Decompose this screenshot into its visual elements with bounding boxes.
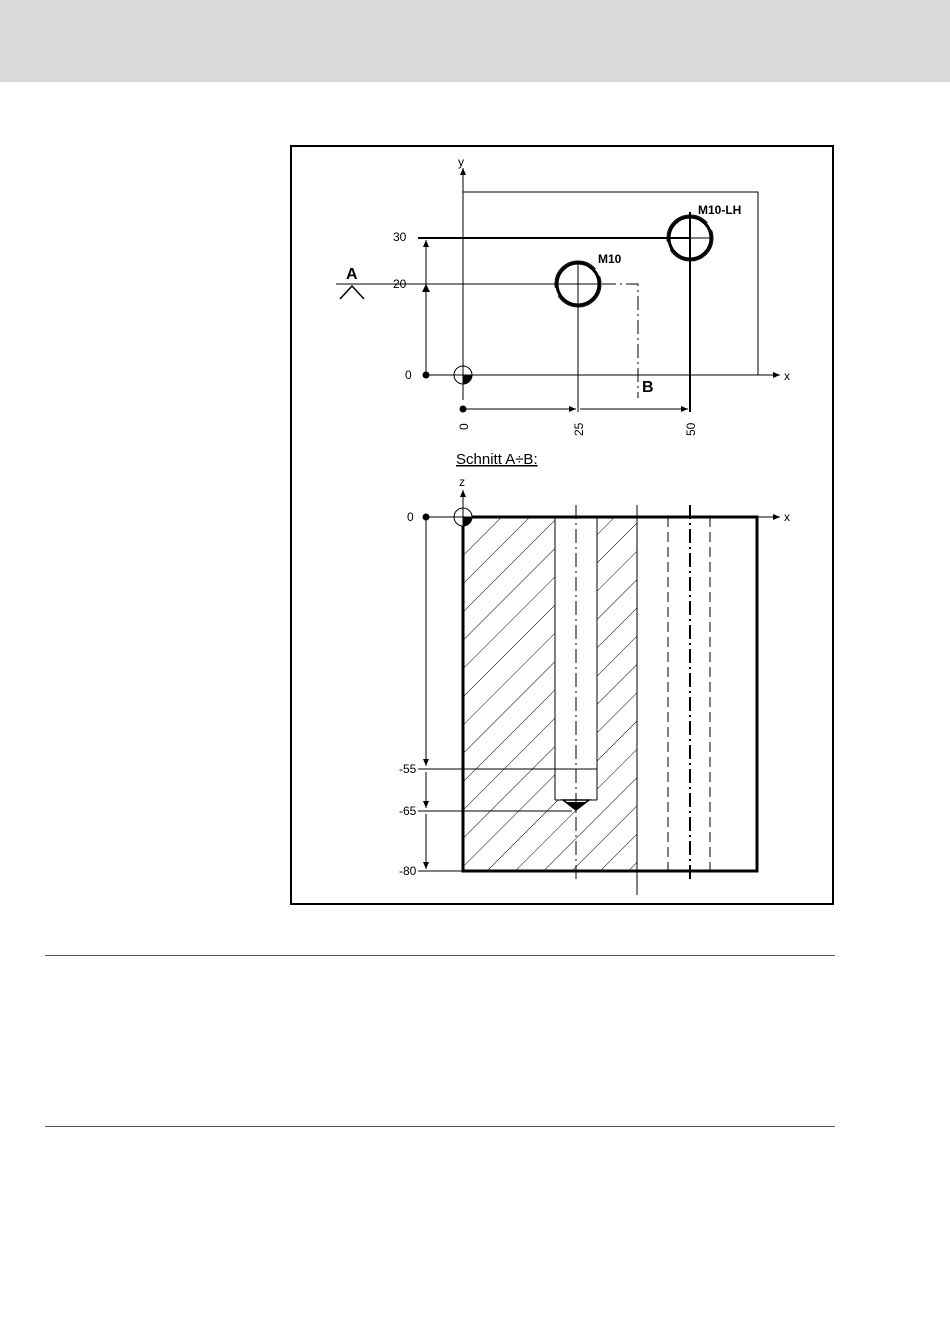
z-dimension-origin-dot [423, 514, 430, 521]
origin-symbol [453, 365, 473, 385]
x-tick-50: 50 [684, 422, 698, 436]
z-tick-65: -65 [399, 804, 417, 818]
section-title: Schnitt A÷B: [456, 451, 538, 468]
z-tick-80: -80 [399, 864, 417, 878]
z-tick-55: -55 [399, 762, 417, 776]
section-z-axis-label: z [459, 475, 465, 489]
section-line-ab [578, 284, 638, 398]
section-mark-a: A [346, 266, 358, 283]
hole-m10-lh-label: M10-LH [698, 203, 741, 217]
x-axis-label: x [784, 369, 790, 383]
x-tick-25: 25 [572, 422, 586, 436]
hole-m10-label: M10 [598, 252, 622, 266]
section-mark-b: B [642, 379, 654, 396]
section-view: Schnitt A÷B: x z [399, 451, 790, 895]
hole-m10-lh [667, 212, 713, 412]
section-x-axis-label: x [784, 510, 790, 524]
y-dimension-origin-dot [423, 372, 430, 379]
y-axis-label: y [458, 155, 464, 169]
y-tick-30: 30 [393, 230, 407, 244]
section-a-arrow [340, 286, 364, 299]
z-tick-0: 0 [407, 510, 414, 524]
hole-m10 [555, 261, 601, 412]
y-tick-0: 0 [405, 368, 412, 382]
divider-rule-2 [45, 1126, 835, 1127]
top-view: y x 30 20 0 A B [336, 155, 790, 436]
cut-hatch-area [463, 517, 637, 871]
divider-rule-1 [45, 955, 835, 956]
x-tick-0: 0 [457, 423, 471, 430]
